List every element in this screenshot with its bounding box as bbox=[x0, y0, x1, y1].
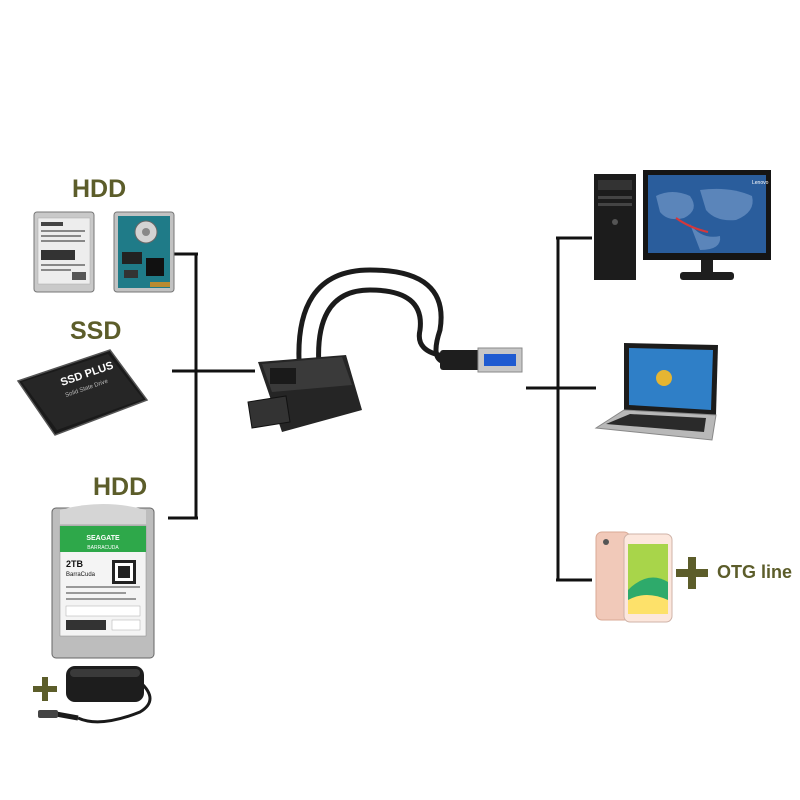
ssd-drive: SSD PLUS Solid State Drive bbox=[16, 349, 149, 436]
plus-icon-otg bbox=[676, 557, 708, 589]
hdd-label-bottom: HDD bbox=[93, 473, 148, 501]
hdd-small-back bbox=[113, 211, 175, 293]
otg-line-label: OTG line bbox=[717, 562, 793, 582]
monitor: Lenovo bbox=[643, 170, 771, 280]
power-adapter bbox=[38, 666, 152, 724]
phone-front bbox=[623, 533, 673, 623]
hdd-small-front bbox=[33, 211, 95, 293]
hdd-large-model: BarraCuda bbox=[66, 572, 96, 578]
hdd-large-brand: SEAGATE bbox=[86, 535, 120, 542]
right-bracket bbox=[526, 236, 596, 582]
hdd-large: SEAGATE BARRACUDA 2TB BarraCuda bbox=[51, 504, 155, 659]
plus-icon-power bbox=[33, 677, 57, 701]
ssd-label: SSD bbox=[70, 317, 122, 345]
usb-sata-adapter bbox=[247, 267, 523, 432]
hdd-large-capacity: 2TB bbox=[66, 559, 84, 569]
hdd-label-top: HDD bbox=[72, 175, 127, 203]
hdd-large-series: BARRACUDA bbox=[87, 545, 119, 551]
desktop-tower bbox=[594, 174, 636, 280]
left-bracket bbox=[168, 252, 255, 520]
monitor-brand: Lenovo bbox=[752, 180, 769, 186]
laptop bbox=[594, 343, 718, 441]
